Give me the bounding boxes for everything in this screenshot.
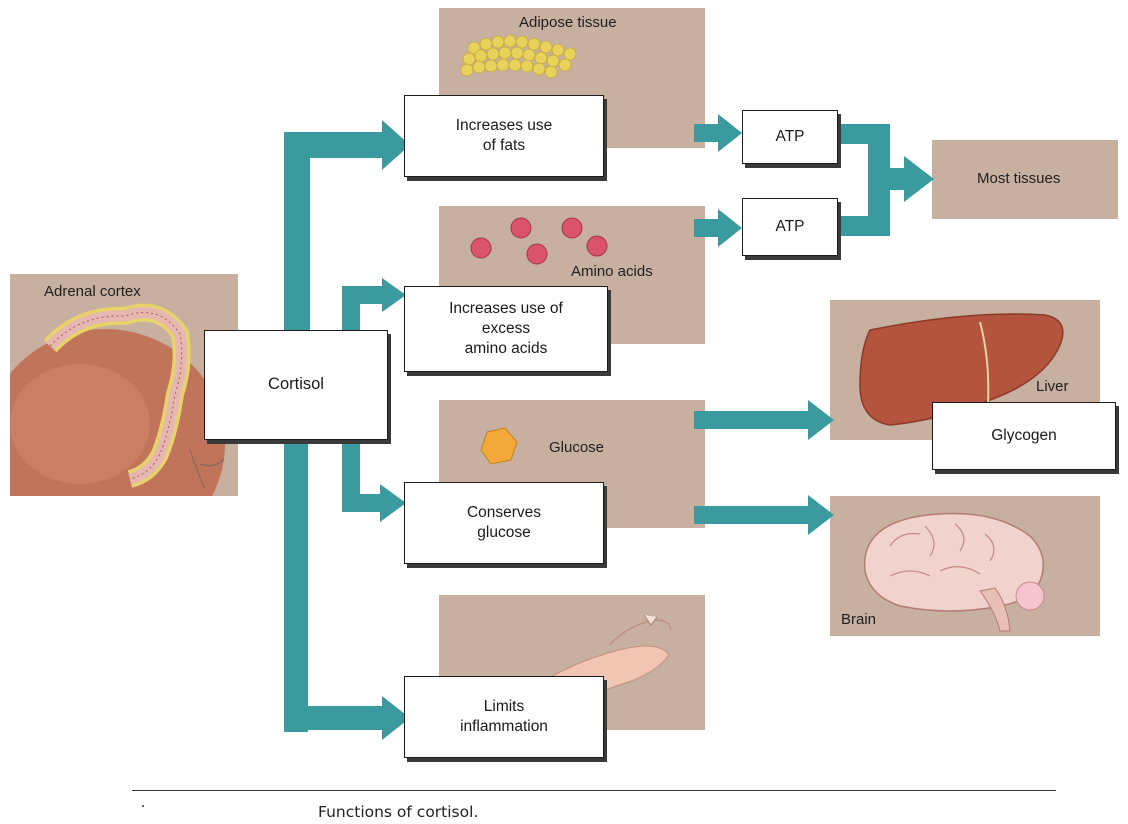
arrow-cortisol-fats-stem: [284, 132, 384, 158]
brain-illustration: [863, 512, 1045, 632]
arrow-head-to-amino: [382, 278, 406, 312]
arrow-head-to-atp-1: [718, 114, 742, 152]
amino-acid-molecules-illustration: [470, 217, 608, 265]
glucose-illustration: [480, 427, 518, 465]
limits-inflammation-box: Limits inflammation: [404, 676, 604, 758]
cortisol-box: Cortisol: [204, 330, 388, 440]
conserves-glucose-box: Conserves glucose: [404, 482, 604, 564]
limits-inflammation-label: Limits inflammation: [460, 697, 548, 735]
brain-label: Brain: [841, 611, 877, 628]
atp-label-2: ATP: [775, 217, 805, 235]
arrow-cortisol-inflammation-trunk: [284, 432, 308, 732]
arrow-head-to-glucose: [380, 484, 406, 522]
atp-label-1: ATP: [775, 127, 805, 145]
increases-fats-label: Increases use of fats: [455, 116, 553, 154]
amino-acids-label: Amino acids: [571, 263, 653, 280]
atp-box-2: ATP: [742, 198, 838, 256]
increases-fats-box: Increases use of fats: [404, 95, 604, 177]
arrow-cortisol-amino-stem: [342, 286, 384, 304]
arrow-cortisol-glucose-stem: [342, 494, 382, 512]
adipose-tissue-label: Adipose tissue: [519, 14, 617, 31]
arrow-head-to-most-tissues: [904, 156, 934, 202]
glycogen-label: Glycogen: [991, 426, 1057, 444]
fat-droplets-illustration: [460, 34, 577, 79]
brain-panel: Brain: [830, 496, 1100, 636]
cortisol-label: Cortisol: [268, 375, 324, 394]
glycogen-box: Glycogen: [932, 402, 1116, 470]
arrow-cortisol-glucose-trunk: [342, 432, 360, 512]
liver-label: Liver: [1036, 378, 1069, 395]
most-tissues-label: Most tissues: [977, 170, 1061, 187]
caption-rule: [132, 790, 1056, 791]
arrow-glucose-brain-stem: [694, 506, 812, 524]
caption-dot: [142, 805, 144, 807]
arrow-merge-stem: [868, 168, 908, 190]
arrow-cortisol-fats-trunk: [284, 132, 310, 340]
arrow-head-to-liver: [808, 400, 834, 440]
adrenal-cortex-label: Adrenal cortex: [44, 283, 141, 300]
most-tissues-panel: Most tissues: [932, 140, 1118, 219]
arrows-group: [284, 114, 934, 740]
arrow-head-to-atp-2: [718, 209, 742, 247]
arrow-head-to-fats: [382, 120, 410, 170]
atp-box-1: ATP: [742, 110, 838, 164]
increases-amino-label: Increases use of excess amino acids: [449, 299, 563, 358]
arrow-head-to-brain: [808, 495, 834, 535]
liver-illustration: [859, 313, 1064, 426]
increases-amino-box: Increases use of excess amino acids: [404, 286, 608, 372]
arrow-head-to-inflammation: [382, 696, 410, 740]
conserves-glucose-label: Conserves glucose: [466, 503, 542, 541]
arrow-glucose-liver-stem: [694, 411, 812, 429]
glucose-label: Glucose: [549, 439, 605, 456]
arrow-amino-atp-stem: [694, 219, 720, 237]
figure-caption: Functions of cortisol.: [318, 803, 479, 821]
arrow-fats-atp-stem: [694, 124, 720, 142]
arrow-cortisol-inflammation-stem: [284, 706, 384, 730]
